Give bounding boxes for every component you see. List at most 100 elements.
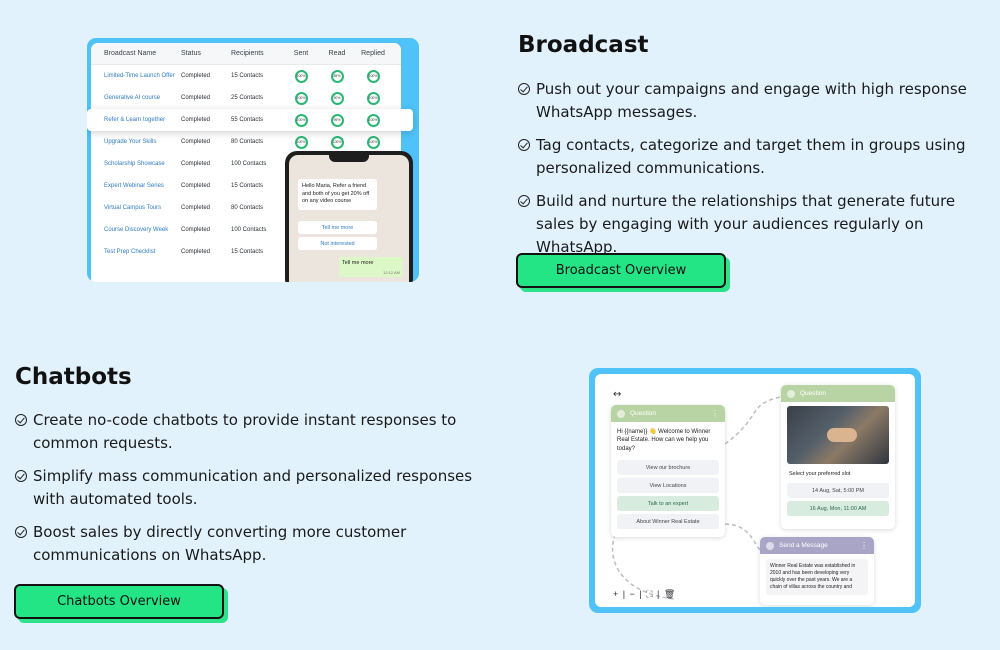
feature-item: Tag contacts, categorize and target them…: [518, 134, 996, 180]
check-circle-icon: [518, 195, 530, 207]
node-header: Question ⋮: [611, 405, 725, 422]
slot-option[interactable]: 14 Aug, Sat, 5:00 PM: [787, 483, 889, 498]
feature-item: Boost sales by directly converting more …: [15, 521, 495, 567]
broadcast-name-cell: Expert Webinar Series: [104, 183, 164, 189]
whatsapp-chat: Hello Maria, Refer a friend and both of …: [289, 155, 409, 282]
more-options-icon[interactable]: ⋮: [860, 541, 868, 550]
question-icon: [617, 409, 625, 418]
replied-cell: 100%: [355, 69, 391, 83]
node-header: Send a Message ⋮: [760, 537, 874, 554]
slot-prompt: Select your preferred slot: [789, 471, 851, 477]
replied-cell: 100%: [355, 91, 391, 105]
read-progress-ring: 85%: [330, 69, 344, 83]
replied-cell: 100%: [355, 135, 391, 149]
send-message-node[interactable]: Send a Message ⋮ Winner Real Estate was …: [760, 537, 874, 605]
sent-progress-ring: 100%: [294, 69, 308, 83]
feature-item: Simplify mass communication and personal…: [15, 465, 495, 511]
header-broadcast-name: Broadcast Name: [104, 50, 157, 57]
feature-text: Tag contacts, categorize and target them…: [536, 136, 966, 177]
option-locations[interactable]: View Locations: [617, 478, 719, 494]
status-cell: Completed: [181, 183, 211, 189]
read-cell: 85%: [319, 69, 355, 83]
header-read: Read: [328, 50, 346, 57]
read-progress-ring: 100%: [330, 135, 344, 149]
broadcast-illustration: Broadcast Name Status Recipients Sent Re…: [87, 38, 419, 282]
status-cell: Completed: [181, 95, 211, 101]
broadcast-name-cell: Upgrade Your Skills: [104, 139, 157, 145]
check-circle-icon: [518, 83, 530, 95]
check-circle-icon: [15, 470, 27, 482]
header-status: Status: [181, 50, 201, 57]
feature-item: Create no-code chatbots to provide insta…: [15, 409, 495, 455]
reply-time: 12:12 AM: [383, 270, 400, 275]
phone-notch: [329, 155, 369, 162]
question-node-2[interactable]: Question Select your preferred slot 14 A…: [781, 385, 895, 529]
sent-cell: 100%: [283, 91, 319, 105]
slot-option[interactable]: 16 Aug, Mon, 11:00 AM: [787, 501, 889, 516]
broadcast-overview-cta: Broadcast Overview: [516, 253, 730, 292]
question-node[interactable]: Question ⋮ Hi {{name}} 👋 Welcome to Winn…: [611, 405, 725, 537]
broadcast-name-cell: Virtual Campus Tours: [104, 205, 162, 211]
node-title: Send a Message: [779, 542, 828, 549]
node-title: Question: [800, 390, 827, 397]
pan-arrows-icon[interactable]: ↔: [613, 389, 622, 400]
node-title: Question: [630, 410, 657, 417]
feature-text: Push out your campaigns and engage with …: [536, 80, 967, 121]
feature-item: Push out your campaigns and engage with …: [518, 78, 996, 124]
option-expert[interactable]: Talk to an expert: [617, 496, 719, 512]
chatbot-illustration: ↔ Question ⋮ Hi {{name}} 👋 Welcome to Wi…: [589, 368, 921, 613]
recipients-cell: 100 Contacts: [231, 161, 267, 167]
feature-text: Create no-code chatbots to provide insta…: [33, 411, 457, 452]
flow-builder-canvas: ↔ Question ⋮ Hi {{name}} 👋 Welcome to Wi…: [595, 374, 915, 607]
question-icon: [787, 389, 795, 398]
recipients-cell: 15 Contacts: [231, 249, 264, 255]
more-options-icon[interactable]: ⋮: [711, 409, 719, 418]
chat-reply: Tell me more 12:12 AM: [339, 257, 403, 277]
read-cell: 90%: [319, 91, 355, 105]
chatbots-overview-button[interactable]: Chatbots Overview: [14, 584, 224, 619]
replied-progress-ring: 100%: [366, 135, 380, 149]
broadcast-name-cell: Scholarship Showcase: [104, 161, 165, 167]
reply-text: Tell me more: [342, 260, 374, 266]
status-cell: Completed: [181, 73, 211, 79]
chatbots-title: Chatbots: [15, 364, 132, 390]
quick-reply-not-interested[interactable]: Not interested: [298, 237, 377, 250]
broadcast-name-cell: Limited-Time Launch Offer: [104, 73, 175, 79]
sent-cell: 100%: [283, 135, 319, 149]
sent-cell: 100%: [283, 113, 319, 127]
table-header: Broadcast Name Status Recipients Sent Re…: [91, 43, 401, 65]
header-replied: Replied: [361, 50, 385, 57]
read-cell: 95%: [319, 113, 355, 127]
status-cell: Completed: [181, 227, 211, 233]
feature-text: Build and nurture the relationships that…: [536, 192, 956, 256]
broadcast-overview-button[interactable]: Broadcast Overview: [516, 253, 726, 288]
option-brochure[interactable]: View our brochure: [617, 460, 719, 476]
replied-progress-ring: 100%: [366, 113, 380, 127]
sent-cell: 100%: [283, 69, 319, 83]
option-about[interactable]: About Winner Real Estate: [617, 514, 719, 530]
recipients-cell: 15 Contacts: [231, 183, 264, 189]
replied-cell: 100%: [355, 113, 391, 127]
read-progress-ring: 95%: [330, 113, 344, 127]
chatbots-feature-list: Create no-code chatbots to provide insta…: [15, 409, 495, 577]
check-circle-icon: [15, 526, 27, 538]
status-cell: Completed: [181, 161, 211, 167]
zoom-controls[interactable]: + | − | ⛶ | 🗑: [613, 589, 677, 599]
feature-item: Build and nurture the relationships that…: [518, 190, 996, 259]
replied-progress-ring: 100%: [366, 69, 380, 83]
read-progress-ring: 90%: [330, 91, 344, 105]
read-cell: 100%: [319, 135, 355, 149]
broadcast-name-cell: Test Prep Checklist: [104, 249, 156, 255]
quick-reply-tell-me-more[interactable]: Tell me more: [298, 221, 377, 234]
header-sent: Sent: [293, 50, 309, 57]
node-header: Question: [781, 385, 895, 402]
handshake-image: [787, 406, 889, 464]
check-circle-icon: [518, 139, 530, 151]
node-greeting: Hi {{name}} 👋 Welcome to Winner Real Est…: [617, 429, 711, 452]
phone-mockup: Hello Maria, Refer a friend and both of …: [285, 151, 413, 282]
message-text: Winner Real Estate was established in 20…: [766, 559, 868, 595]
